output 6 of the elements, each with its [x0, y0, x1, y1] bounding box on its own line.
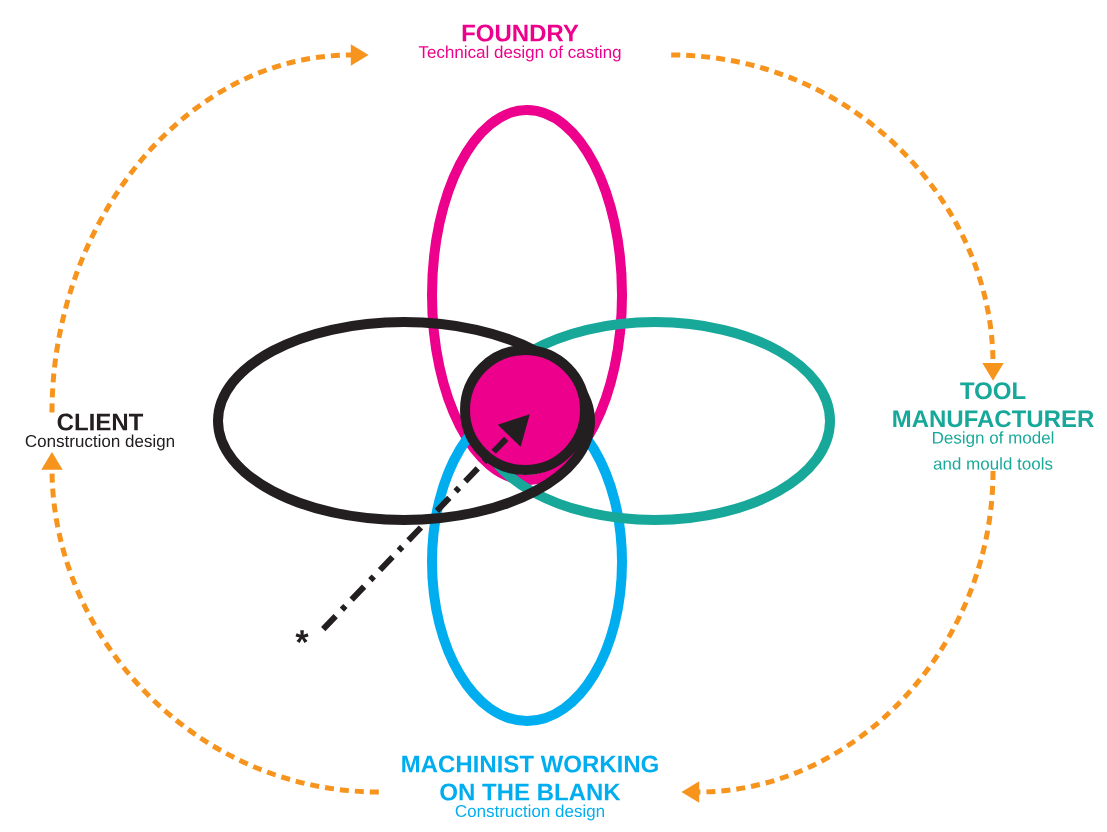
stakeholder-label: FOUNDRY Technical design of casting: [418, 24, 621, 62]
stakeholder-label: TOOL MANUFACTURER Design of model and mould tools: [893, 382, 1094, 470]
stakeholder-label: MACHINIST WORKING ON THE BLANK Construction design: [402, 755, 658, 821]
stakeholder-label: CLIENT Construction design: [25, 413, 174, 451]
center-circle: [460, 345, 590, 475]
asterisk-mark: *: [295, 630, 309, 643]
